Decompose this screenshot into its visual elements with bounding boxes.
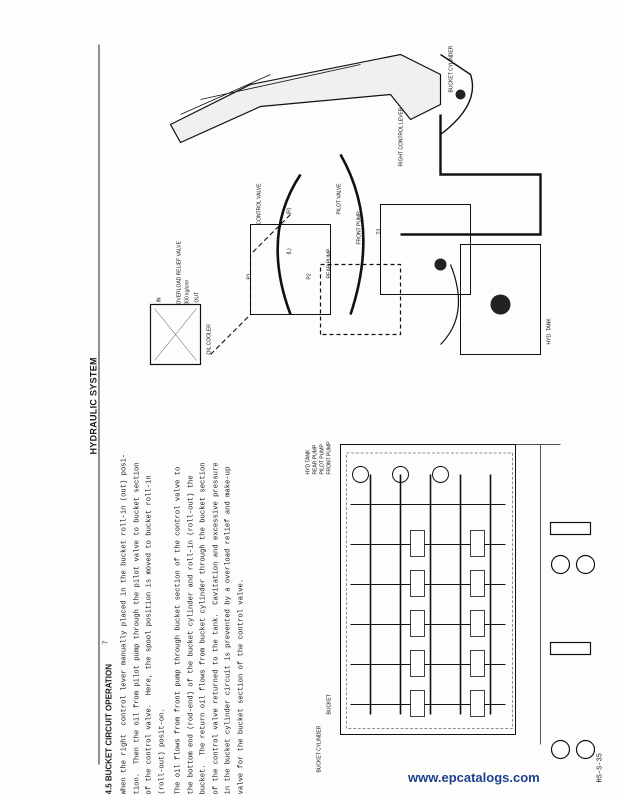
- paragraph-oil-flow: The oil flows from front pump through bu…: [172, 434, 248, 794]
- header-rule: [98, 44, 99, 764]
- excavator-illustration: BUCKET CYLINDER RIGHT CONTROL LEVER PILO…: [149, 45, 552, 365]
- schematic-rear-pump: REAR PUMP: [312, 444, 318, 474]
- label-bucket-cylinder: BUCKET CYLINDER: [448, 45, 454, 92]
- paragraph-pilot-flow: When the right control lever manually pl…: [118, 434, 168, 794]
- schematic-front-pump: FRONT PUMP: [326, 440, 332, 474]
- watermark: www.epcatalogs.com: [408, 770, 540, 785]
- label-rear-pump: REAR PUMP: [326, 248, 332, 278]
- text-line: When the right control lever manually pl…: [120, 453, 128, 794]
- label-p1: P1: [246, 273, 252, 279]
- text-line: (roll-out) posit-on.: [157, 707, 166, 794]
- label-t3: T3: [376, 228, 382, 234]
- text-line: the bottom end (rod-end) of the bucket c…: [186, 474, 195, 794]
- schematic-pilot-pump: PILOT PUMP: [319, 443, 325, 474]
- label-p2: P2: [306, 273, 312, 279]
- label-port-r: (R): [286, 207, 292, 214]
- label-control-valve: CONTROL VALVE: [256, 182, 262, 224]
- section-header-title: HYDRAULIC SYSTEM: [88, 356, 98, 454]
- text-line: of the control valve returned to the tan…: [211, 461, 220, 794]
- text-line: of the control valve. Here, the spool po…: [145, 474, 154, 794]
- text-line: The oil flows from front pump through bu…: [174, 466, 182, 794]
- label-overload-relief-valve: OVERLOAD RELIEF VALVE: [176, 240, 182, 304]
- text-line: tion. Then the oil from pilot pump throu…: [132, 461, 141, 794]
- section-title: 4.5 BUCKET CIRCUIT OPERATION: [104, 663, 113, 794]
- label-oil-cooler: OIL COOLER: [206, 323, 212, 354]
- label-front-pump: FRONT PUMP: [356, 210, 362, 244]
- label-in: IN: [156, 297, 162, 302]
- text-line: bucket. The return oil flows from bucket…: [199, 461, 208, 794]
- label-hyd-tank: HYD. TANK: [546, 317, 552, 344]
- label-pilot-valve: PILOT VALVE: [336, 182, 342, 214]
- page-mark: 7: [102, 640, 109, 644]
- text-line: in the bucket cylinder circuit is preven…: [224, 466, 233, 794]
- schematic-bucket-cylinder: BUCKET CYLINDER: [316, 725, 322, 772]
- hydraulic-schematic: FRONT PUMP PILOT PUMP REAR PUMP HYD TANK…: [305, 440, 595, 772]
- text-line: valve for the bucket section of the cont…: [236, 578, 245, 794]
- label-right-control-lever: RIGHT CONTROL LEVER: [398, 107, 404, 166]
- schematic-hyd-tank: HYD TANK: [305, 449, 311, 474]
- schematic-bucket: BUCKET: [326, 694, 332, 714]
- label-port-l: (L): [286, 248, 292, 254]
- label-out: OUT: [194, 291, 200, 302]
- label-relief-setting: 300 kg/cm²: [184, 279, 190, 304]
